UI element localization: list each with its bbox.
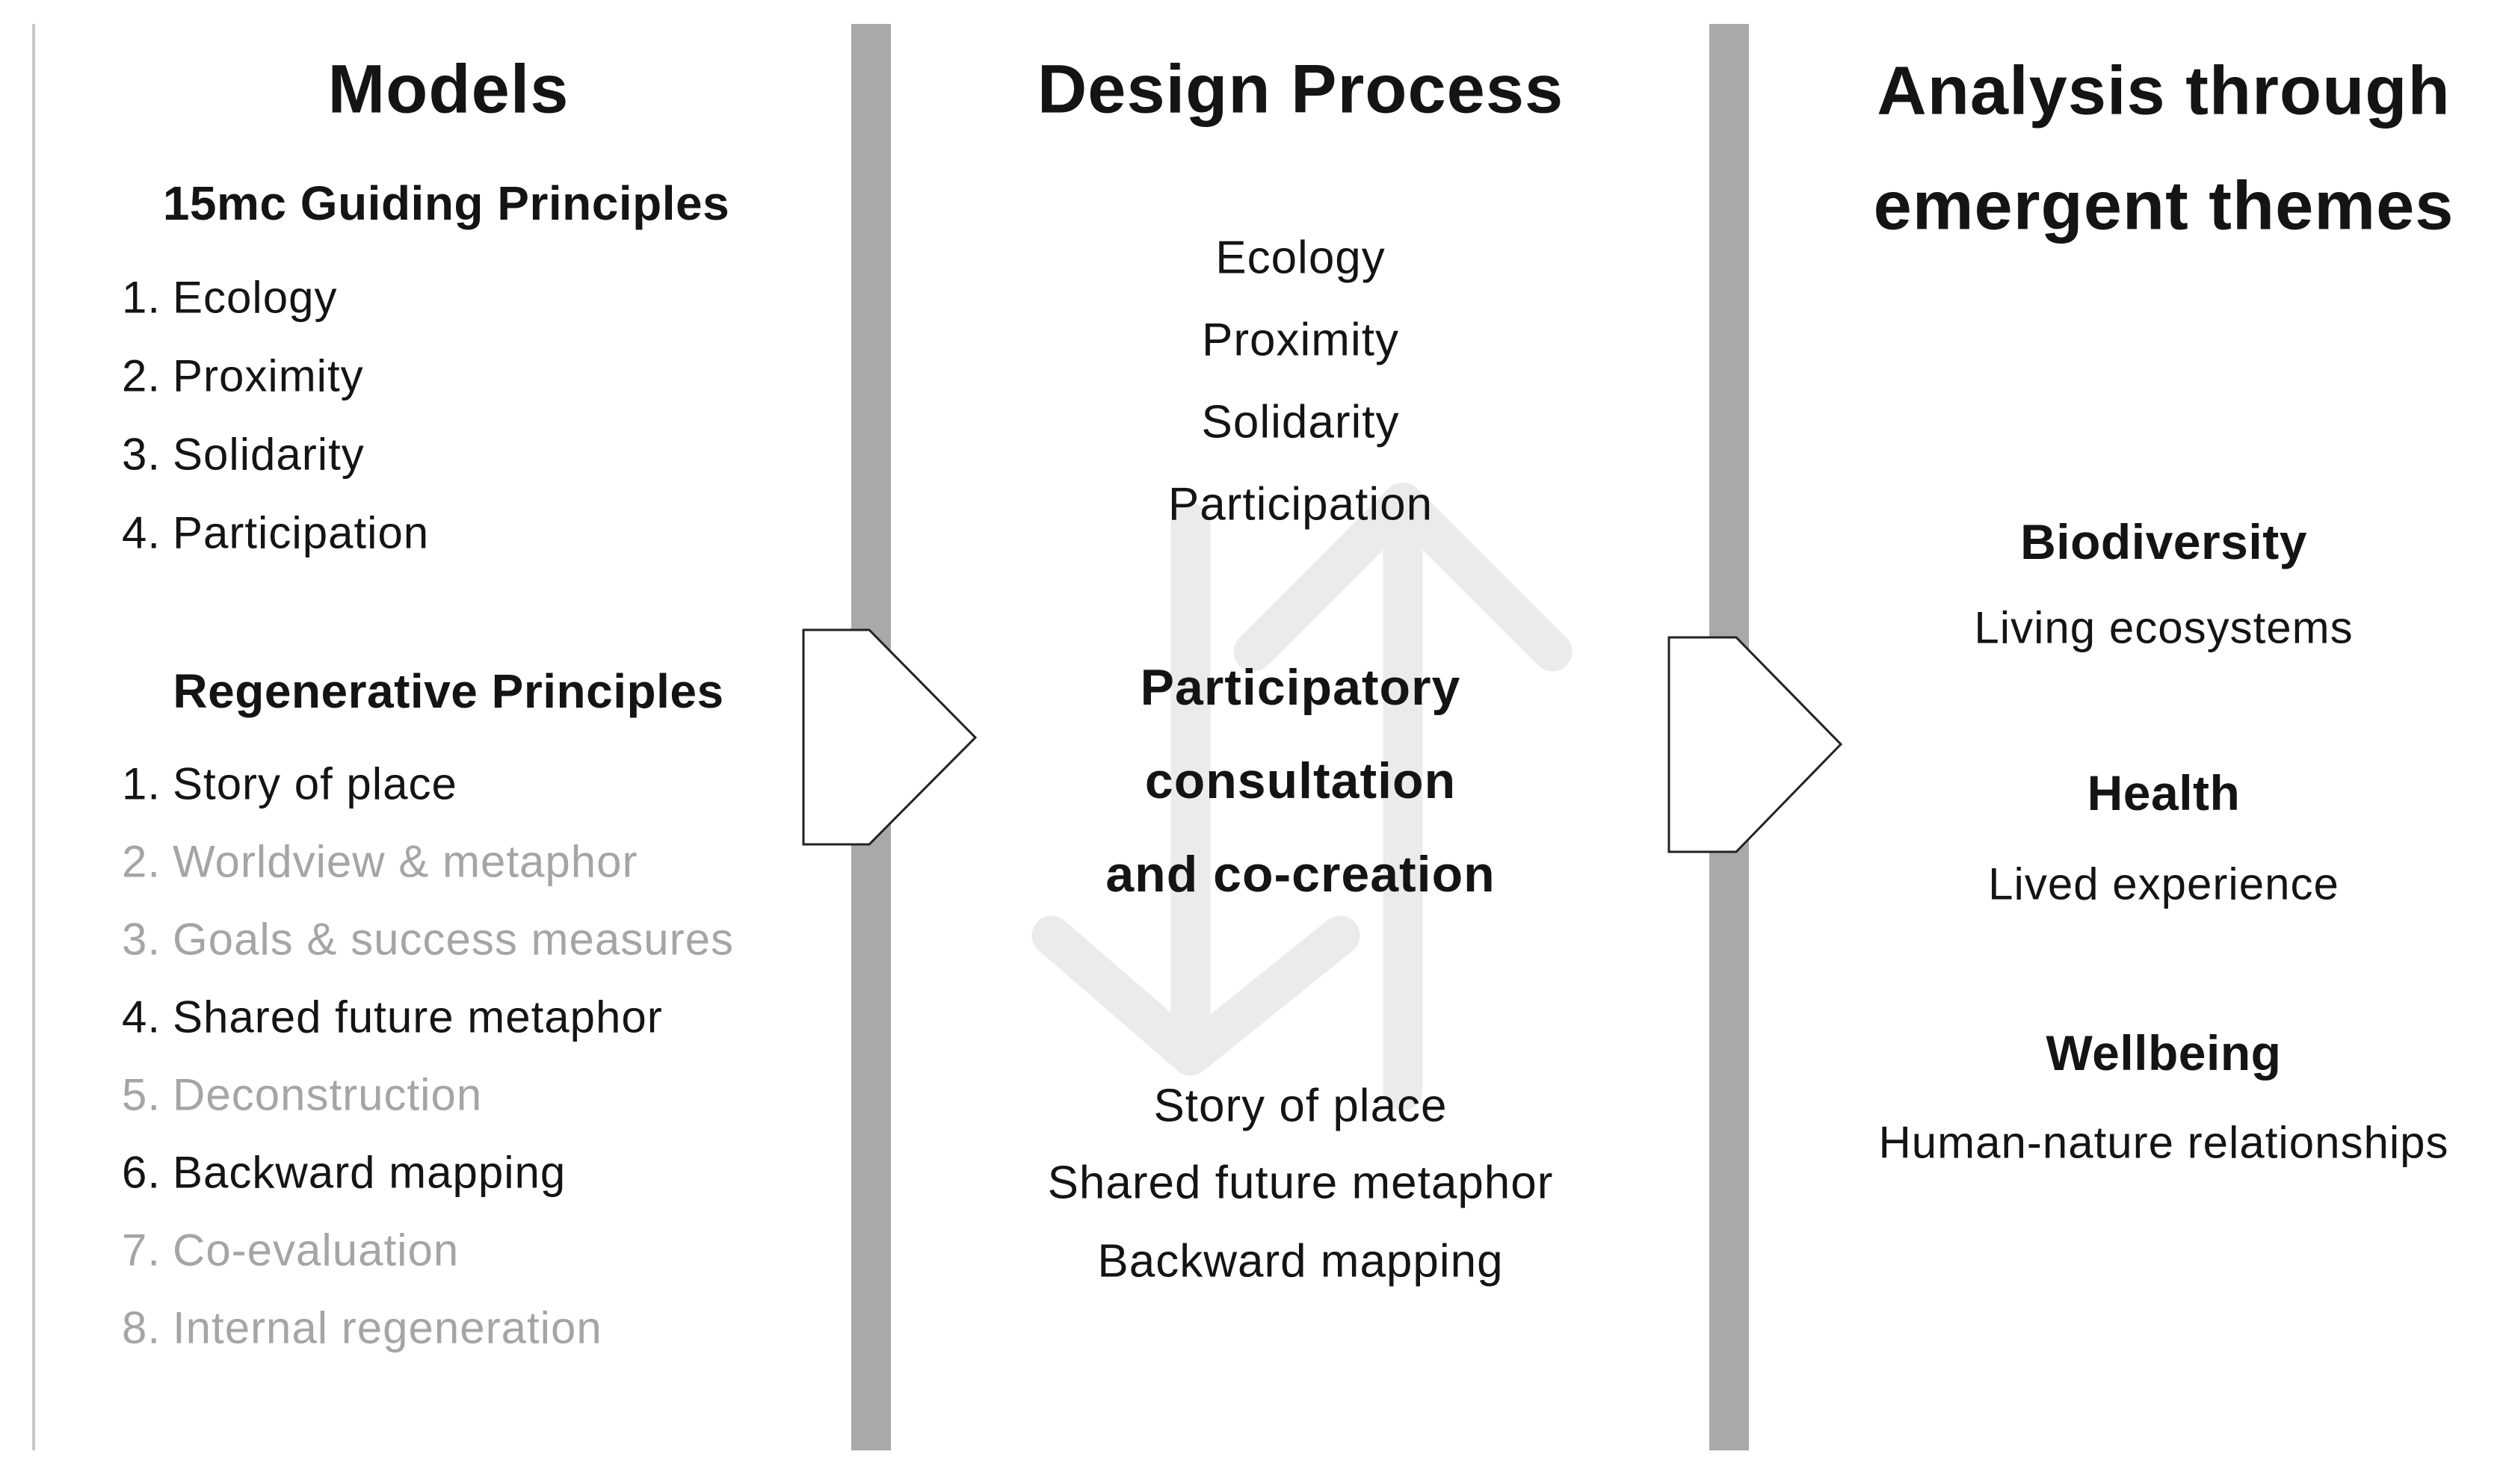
analysis-column-title-line1: Analysis through — [1877, 52, 2451, 129]
list-item: 8. Internal regeneration — [97, 1302, 602, 1354]
design-output-item: Story of place — [1153, 1080, 1448, 1132]
item-label: Internal regeneration — [173, 1302, 602, 1353]
list-item: 2. Worldview & metaphor — [97, 836, 638, 888]
list-item: 7. Co-evaluation — [97, 1225, 459, 1276]
up-arrow-head — [1233, 482, 1573, 672]
regenerative-principles-heading: Regenerative Principles — [173, 664, 724, 718]
item-label: Shared future metaphor — [173, 992, 663, 1042]
flow-arrow-icon-left — [802, 628, 978, 846]
list-item: 6. Backward mapping — [97, 1147, 566, 1199]
item-label: Deconstruction — [173, 1069, 483, 1120]
item-number: 4. — [121, 992, 161, 1042]
participatory-highlight-line: and co-creation — [1105, 846, 1496, 903]
design-process-column-title: Design Process — [1037, 51, 1564, 128]
design-input-item: Proximity — [1202, 314, 1399, 366]
list-item: 4. Shared future metaphor — [97, 992, 663, 1043]
item-number: 3. — [121, 914, 161, 965]
item-label: Ecology — [173, 272, 338, 323]
item-label: Solidarity — [173, 429, 365, 480]
models-column-title: Models — [327, 51, 570, 128]
analysis-column-title-line2: emergent themes — [1873, 167, 2454, 244]
theme-description: Human-nature relationships — [1878, 1117, 2449, 1168]
list-item: 3. Goals & success measures — [97, 914, 734, 965]
design-output-item: Shared future metaphor — [1047, 1157, 1554, 1209]
item-number: 1. — [121, 758, 161, 809]
item-label: Worldview & metaphor — [173, 836, 638, 887]
item-label: Story of place — [173, 758, 457, 809]
list-item: 4. Participation — [97, 507, 429, 559]
theme-description: Lived experience — [1988, 859, 2339, 909]
guiding-principles-heading: 15mc Guiding Principles — [162, 176, 730, 230]
list-item: 2. Proximity — [97, 350, 364, 402]
item-number: 1. — [121, 272, 161, 323]
flow-arrow-icon-right — [1667, 636, 1843, 853]
design-output-item: Backward mapping — [1097, 1235, 1504, 1287]
item-number: 4. — [121, 507, 161, 558]
item-number: 6. — [121, 1147, 161, 1198]
item-number: 5. — [121, 1069, 161, 1120]
item-label: Proximity — [173, 350, 364, 401]
list-item: 3. Solidarity — [97, 429, 365, 480]
item-label: Goals & success measures — [173, 914, 734, 965]
item-number: 8. — [121, 1302, 161, 1353]
item-number: 2. — [121, 350, 161, 401]
list-item: 5. Deconstruction — [97, 1069, 482, 1121]
design-input-item: Solidarity — [1201, 396, 1400, 448]
design-input-item: Ecology — [1215, 232, 1386, 284]
participatory-highlight-line: consultation — [1144, 752, 1457, 809]
theme-name: Health — [2087, 765, 2241, 820]
participatory-highlight-line: Participatory — [1140, 659, 1461, 716]
item-label: Co-evaluation — [173, 1225, 460, 1276]
list-item: 1. Story of place — [97, 758, 457, 810]
down-arrow-head — [1031, 915, 1360, 1076]
item-number: 7. — [121, 1225, 161, 1276]
design-input-item: Participation — [1167, 478, 1434, 531]
item-label: Backward mapping — [173, 1147, 567, 1198]
item-label: Participation — [173, 507, 430, 558]
theme-description: Living ecosystems — [1974, 602, 2354, 653]
left-edge-line — [32, 24, 35, 1450]
list-item: 1. Ecology — [97, 272, 337, 324]
item-number: 3. — [121, 429, 161, 480]
theme-name: Wellbeing — [2046, 1025, 2282, 1080]
theme-name: Biodiversity — [2020, 514, 2307, 569]
item-number: 2. — [121, 836, 161, 887]
